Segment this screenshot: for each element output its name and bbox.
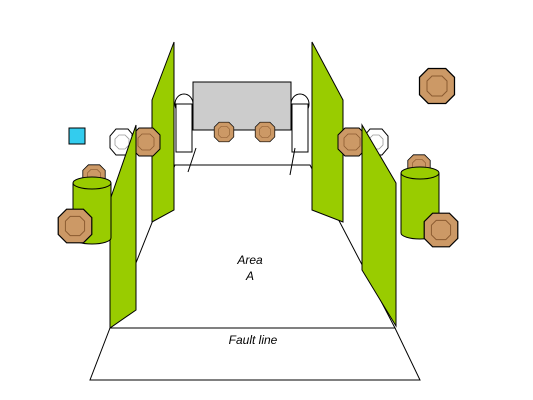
fault-line-label: Fault line [228,333,278,347]
right-post [289,93,310,176]
octagon-target-icon [57,208,93,244]
area-label-line1: Area [237,253,263,267]
backstop-panel [192,81,292,131]
back-right-wall [311,41,344,223]
octagon-target-icon [254,121,276,143]
left-post [174,93,197,173]
fault-line-zone [89,327,421,381]
octagon-target-icon [213,121,235,143]
octagon-target-icon [423,212,459,248]
square-marker-icon [68,127,86,145]
octagon-target-icon [418,67,456,105]
front-right-wall [361,123,397,328]
front-left-wall [109,124,137,329]
back-left-wall [151,41,175,223]
area-label-line2: A [245,269,254,283]
